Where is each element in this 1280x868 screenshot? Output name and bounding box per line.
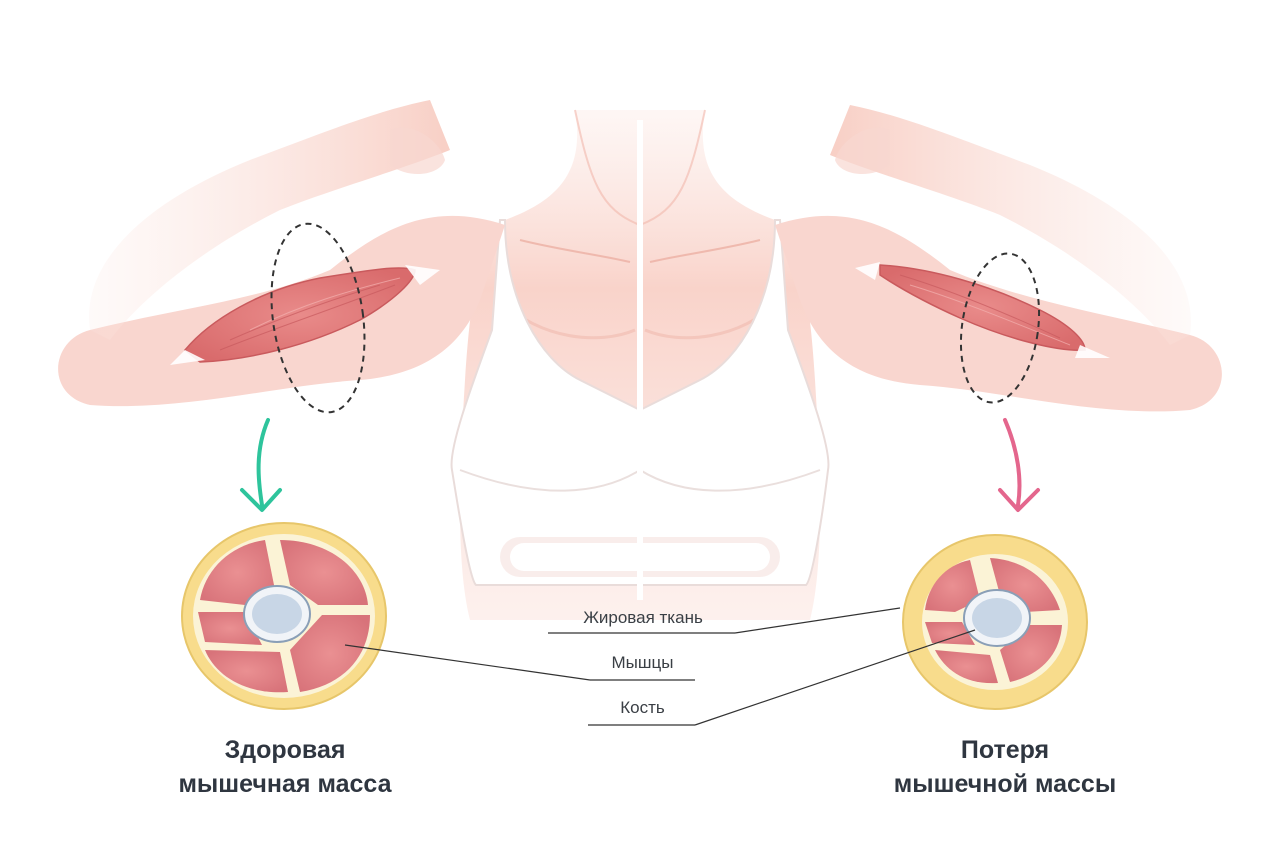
healthy-caption: Здоровая мышечная масса: [150, 733, 420, 801]
loss-caption-line2: мышечной массы: [893, 770, 1117, 798]
muscle-label: Мышцы: [611, 653, 674, 672]
fat-label: Жировая ткань: [583, 608, 703, 627]
healthy-cross-section: [181, 522, 387, 710]
right-highlight-ellipse: [959, 252, 1041, 404]
healthy-caption-line2: мышечная масса: [178, 770, 392, 798]
loss-muscle: [925, 560, 980, 612]
left-arm: [58, 100, 505, 414]
healthy-muscle: [200, 540, 275, 605]
bone-label: Кость: [620, 698, 665, 717]
left-highlight-ellipse: [270, 222, 366, 414]
loss-caption: Потеря мышечной массы: [865, 733, 1145, 801]
right-arm: [775, 105, 1222, 412]
healthy-arrow: [240, 418, 282, 512]
leader-lines: [344, 607, 976, 726]
loss-cross-section: [902, 534, 1088, 710]
healthy-caption-line1: Здоровая: [224, 736, 346, 764]
loss-caption-line1: Потеря: [960, 736, 1050, 764]
loss-arrow: [998, 418, 1040, 512]
